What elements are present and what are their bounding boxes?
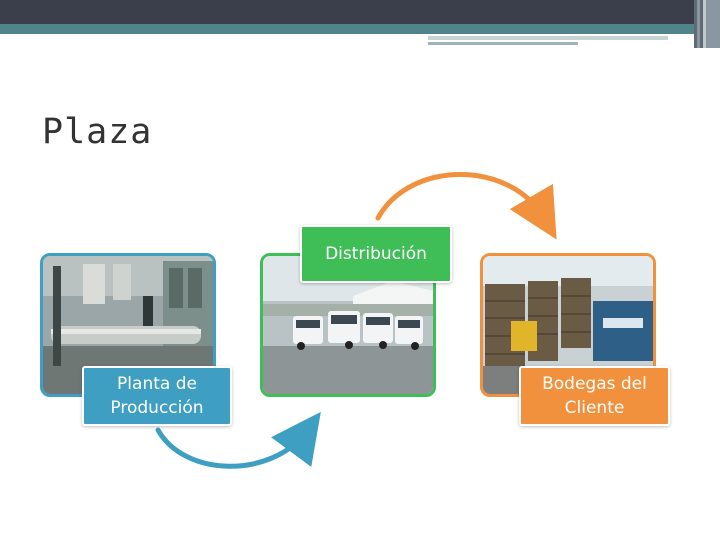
stage-label-line2: Producción: [110, 396, 203, 420]
stage-label-line1: Distribución: [325, 242, 427, 266]
stage-label-line2: Cliente: [565, 396, 625, 420]
arrow-distribucion-to-bodegas: [378, 175, 544, 219]
stage-label-line1: Bodegas del: [542, 372, 647, 396]
stage-label-bodegas: Bodegas del Cliente: [519, 366, 670, 426]
arrow-planta-to-distribucion: [158, 430, 306, 466]
stage-label-planta: Planta de Producción: [82, 366, 232, 426]
stage-label-distribucion: Distribución: [300, 225, 452, 283]
stage-label-line1: Planta de: [117, 372, 197, 396]
